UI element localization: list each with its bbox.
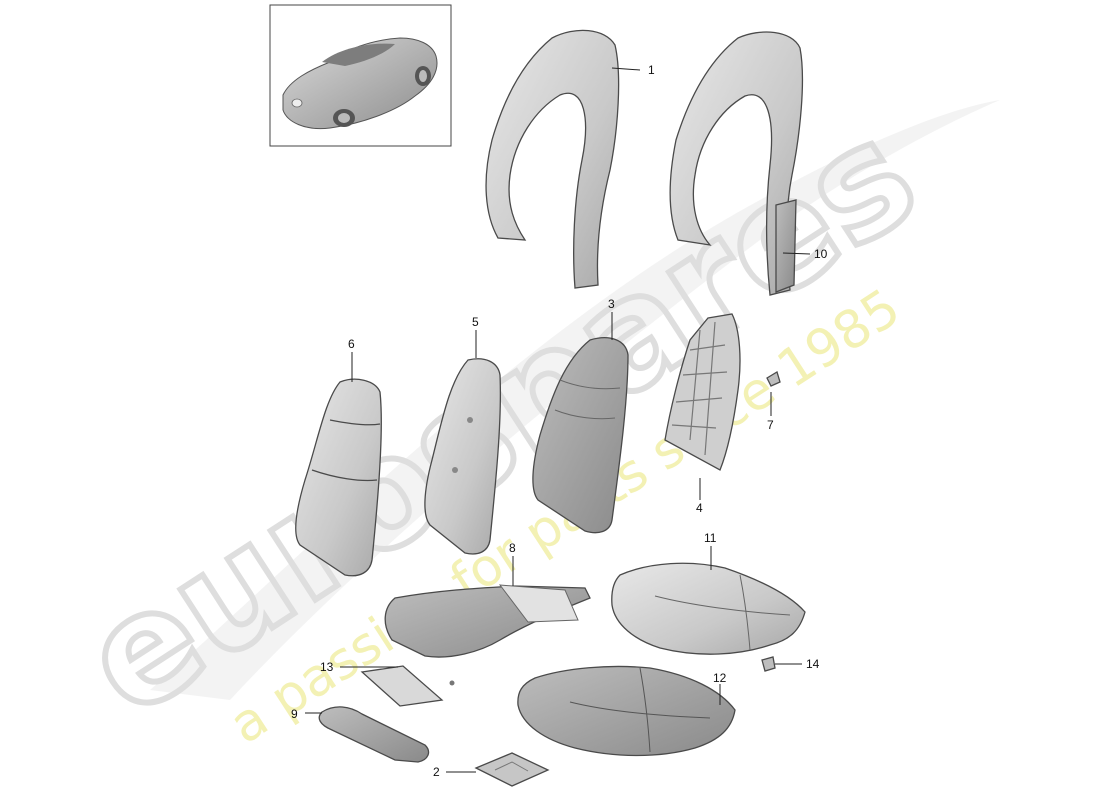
part-10-backrest-shell xyxy=(669,31,804,296)
callout-13: 13 xyxy=(320,660,334,674)
callout-10: 10 xyxy=(814,247,828,261)
part-12-seat-foam xyxy=(517,665,736,757)
callout-2: 2 xyxy=(433,765,440,779)
part-14-clip xyxy=(761,656,776,672)
part-4-backrest-frame xyxy=(664,313,741,471)
callout-14: 14 xyxy=(806,657,820,671)
part-13-pad xyxy=(360,665,455,707)
part-5-backrest-padding xyxy=(424,358,502,555)
part-6-backrest-cover xyxy=(295,378,382,577)
leader-lines xyxy=(305,67,811,773)
part-8-seat-pad xyxy=(384,584,591,658)
callout-6: 6 xyxy=(348,337,355,351)
callout-9: 9 xyxy=(291,707,298,721)
watermark: eurospares a passion for parts since 198… xyxy=(52,85,1000,756)
callout-1: 1 xyxy=(648,63,655,77)
part-11-seat-cover xyxy=(611,562,806,655)
part-1-backrest-shell xyxy=(485,29,620,289)
callout-3: 3 xyxy=(608,297,615,311)
callout-12: 12 xyxy=(713,671,727,685)
callouts: 1 2 3 4 5 6 7 8 9 10 11 12 13 14 xyxy=(291,63,828,779)
part-9-bolster xyxy=(318,706,430,763)
callout-7: 7 xyxy=(767,418,774,432)
car-icon xyxy=(282,37,438,130)
vehicle-thumbnail xyxy=(269,4,452,147)
part-2-bracket xyxy=(474,752,550,787)
callout-4: 4 xyxy=(696,501,703,515)
part-7-clip xyxy=(766,371,781,387)
callout-5: 5 xyxy=(472,315,479,329)
callout-11: 11 xyxy=(704,531,717,545)
part-3-backrest-foam xyxy=(532,337,629,534)
callout-8: 8 xyxy=(509,541,516,555)
